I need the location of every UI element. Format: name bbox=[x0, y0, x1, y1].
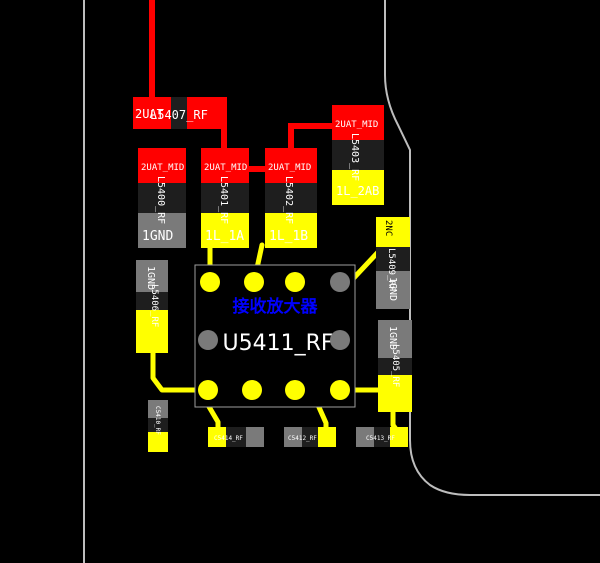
l5401-ref: L5401_RF bbox=[218, 176, 229, 224]
c5414-ref: C5414_RF bbox=[214, 435, 243, 442]
chip-pad-4 bbox=[330, 272, 350, 292]
board-outline bbox=[83, 0, 600, 563]
chip-outline bbox=[194, 264, 356, 408]
l5409-ref: L5409_RF bbox=[386, 248, 396, 291]
component-l5409[interactable]: 2NC L5409_RF 1GND bbox=[376, 217, 410, 309]
component-c5414[interactable]: C5414_RF bbox=[208, 427, 264, 447]
component-c5412[interactable]: C5412_RF bbox=[284, 427, 336, 447]
l5400-net-bottom: 1GND bbox=[142, 229, 173, 244]
component-l5402[interactable]: 2UAT_MID L5402_RF 1L_1B bbox=[265, 148, 317, 248]
l5407-ref: L5407_RF bbox=[150, 108, 208, 122]
l5401-net-top: 2UAT_MID bbox=[204, 163, 247, 173]
component-c5413[interactable]: C5413_RF bbox=[356, 427, 408, 447]
chip-pad-9 bbox=[285, 380, 305, 400]
chip-pad-3 bbox=[285, 272, 305, 292]
l5409-net-bottom: 1GND bbox=[387, 277, 398, 301]
l5401-net-bottom: 1L_1A bbox=[205, 229, 244, 244]
chip-u5411[interactable]: 接收放大器 U5411_RF bbox=[194, 264, 356, 408]
chip-refdes: U5411_RF bbox=[222, 331, 333, 356]
l5402-net-bottom: 1L_1B bbox=[269, 229, 308, 244]
l5403-net-top: 2UAT_MID bbox=[335, 120, 378, 130]
chip-pad-10 bbox=[330, 380, 350, 400]
chip-pad-2 bbox=[244, 272, 264, 292]
component-l5401[interactable]: 2UAT_MID L5401_RF 1L_1A bbox=[201, 148, 249, 248]
chip-pad-7 bbox=[198, 380, 218, 400]
c5412-ref: C5412_RF bbox=[288, 435, 317, 442]
l5409-net-top: 2NC bbox=[383, 220, 393, 236]
l5403-ref: L5403_RF bbox=[349, 133, 360, 181]
component-l5405[interactable]: 1GND L5405_RF bbox=[378, 320, 412, 412]
l5405-ref: L5405_RF bbox=[390, 344, 400, 387]
component-l5407[interactable]: 2UAT L5407_RF bbox=[133, 97, 227, 129]
l5402-net-top: 2UAT_MID bbox=[268, 163, 311, 173]
chip-pad-8 bbox=[242, 380, 262, 400]
l5406-net-top: 1GND bbox=[145, 266, 156, 290]
l5403-net-bottom: 1L_2AB bbox=[336, 184, 379, 198]
chip-pad-5 bbox=[198, 330, 218, 350]
l5405-net-top: 1GND bbox=[387, 326, 398, 350]
l5402-ref: L5402_RF bbox=[283, 176, 294, 224]
component-l5400[interactable]: 2UAT_MID L5400_RF 1GND bbox=[138, 148, 186, 248]
c5410-ref: C5410_RF bbox=[154, 406, 161, 435]
chip-pad-6 bbox=[330, 330, 350, 350]
l5400-net-top: 2UAT_MID bbox=[141, 163, 184, 173]
l5407-net: 2UAT bbox=[135, 107, 164, 121]
l5400-ref: L5400_RF bbox=[155, 176, 166, 224]
chip-pad-1 bbox=[200, 272, 220, 292]
l5406-ref: L5406_RF bbox=[149, 284, 159, 327]
copper-routes bbox=[149, 0, 333, 172]
chip-title: 接收放大器 bbox=[233, 296, 319, 317]
component-l5406[interactable]: 1GND L5406_RF bbox=[136, 260, 168, 353]
component-c5410[interactable]: C5410_RF bbox=[148, 400, 168, 452]
component-l5403[interactable]: 2UAT_MID L5403_RF 1L_2AB bbox=[332, 105, 384, 205]
c5413-ref: C5413_RF bbox=[366, 435, 395, 442]
